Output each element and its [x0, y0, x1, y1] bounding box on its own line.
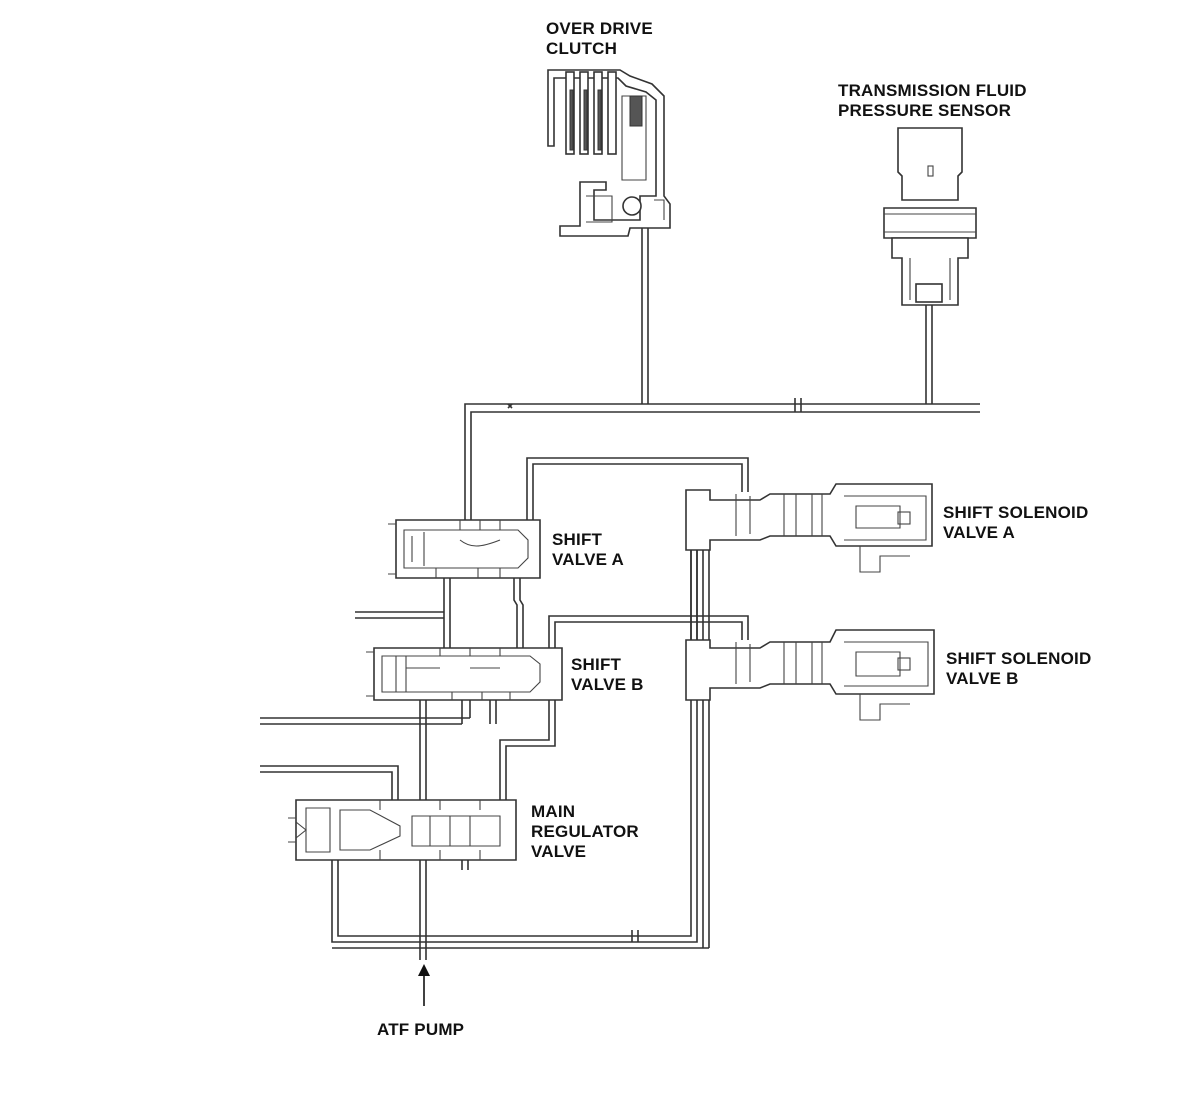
pressure-sensor-drawing	[883, 127, 977, 306]
fluid-passages	[260, 228, 980, 960]
overdrive-clutch-drawing	[547, 69, 671, 237]
overdrive-clutch-label: OVER DRIVE CLUTCH	[546, 19, 653, 58]
pressure-sensor-label: TRANSMISSION FLUID PRESSURE SENSOR	[838, 81, 1027, 120]
shift-valve-a-drawing	[388, 519, 541, 579]
atf-pump-label: ATF PUMP	[377, 1020, 465, 1039]
shift-valve-b-drawing	[366, 647, 563, 701]
solenoid-valve-b-label: SHIFT SOLENOID VALVE B	[946, 649, 1092, 688]
solenoid-valve-a-label: SHIFT SOLENOID VALVE A	[943, 503, 1089, 542]
atf-pump-arrow	[418, 964, 430, 1006]
main-regulator-valve-label: MAIN REGULATOR VALVE	[531, 802, 639, 861]
shift-valve-a-label: SHIFT VALVE A	[552, 530, 624, 569]
shift-valve-b-label: SHIFT VALVE B	[571, 655, 644, 694]
solenoid-valve-b-drawing	[685, 629, 935, 721]
main-regulator-valve-drawing	[288, 799, 517, 861]
solenoid-valve-a-drawing	[685, 483, 933, 573]
